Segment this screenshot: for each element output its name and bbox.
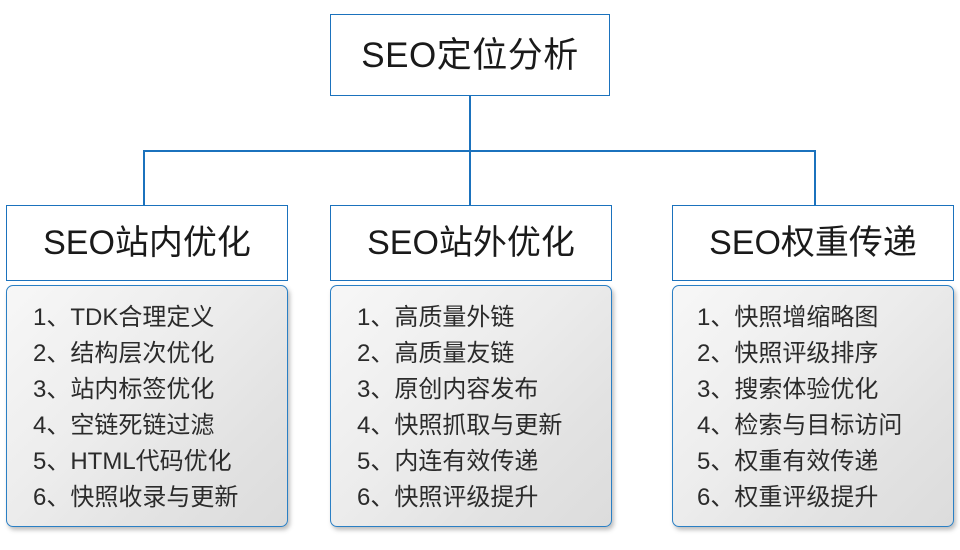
branch-header-1[interactable]: SEO站内优化 xyxy=(6,205,288,281)
list-item: 2、结构层次优化 xyxy=(33,340,215,367)
list-item: 5、HTML代码优化 xyxy=(33,448,232,475)
connector-horizontal-bus xyxy=(143,150,816,152)
list-item: 5、内连有效传递 xyxy=(357,448,539,475)
branch-header-label-2: SEO站外优化 xyxy=(367,224,575,262)
list-item: 4、空链死链过滤 xyxy=(33,412,215,439)
branch-column-3: SEO权重传递 1、快照增缩略图 2、快照评级排序 3、搜索体验优化 4、检索与… xyxy=(672,205,954,527)
list-item: 1、快照增缩略图 xyxy=(697,304,879,331)
connector-drop-branch-2 xyxy=(469,150,471,206)
branch-list-1: 1、TDK合理定义 2、结构层次优化 3、站内标签优化 4、空链死链过滤 5、H… xyxy=(6,285,288,527)
branch-header-label-3: SEO权重传递 xyxy=(709,224,917,262)
branch-list-2: 1、高质量外链 2、高质量友链 3、原创内容发布 4、快照抓取与更新 5、内连有… xyxy=(330,285,612,527)
list-item: 4、检索与目标访问 xyxy=(697,412,903,439)
branch-header-label-1: SEO站内优化 xyxy=(43,224,251,262)
connector-drop-branch-1 xyxy=(143,150,145,206)
root-node[interactable]: SEO定位分析 xyxy=(330,14,610,96)
branch-column-2: SEO站外优化 1、高质量外链 2、高质量友链 3、原创内容发布 4、快照抓取与… xyxy=(330,205,612,527)
branch-header-3[interactable]: SEO权重传递 xyxy=(672,205,954,281)
list-item: 4、快照抓取与更新 xyxy=(357,412,563,439)
branch-column-1: SEO站内优化 1、TDK合理定义 2、结构层次优化 3、站内标签优化 4、空链… xyxy=(6,205,288,527)
list-item: 1、TDK合理定义 xyxy=(33,304,215,331)
list-item: 6、快照评级提升 xyxy=(357,484,539,511)
branch-list-3: 1、快照增缩略图 2、快照评级排序 3、搜索体验优化 4、检索与目标访问 5、权… xyxy=(672,285,954,527)
root-node-label: SEO定位分析 xyxy=(361,35,579,75)
connector-drop-branch-3 xyxy=(814,150,816,206)
list-item: 3、搜索体验优化 xyxy=(697,376,879,403)
list-item: 2、高质量友链 xyxy=(357,340,515,367)
list-item: 1、高质量外链 xyxy=(357,304,515,331)
list-item: 3、站内标签优化 xyxy=(33,376,215,403)
list-item: 3、原创内容发布 xyxy=(357,376,539,403)
list-item: 2、快照评级排序 xyxy=(697,340,879,367)
list-item: 6、快照收录与更新 xyxy=(33,484,239,511)
list-item: 6、权重评级提升 xyxy=(697,484,879,511)
list-item: 5、权重有效传递 xyxy=(697,448,879,475)
branch-header-2[interactable]: SEO站外优化 xyxy=(330,205,612,281)
connector-root-stem xyxy=(469,96,471,152)
